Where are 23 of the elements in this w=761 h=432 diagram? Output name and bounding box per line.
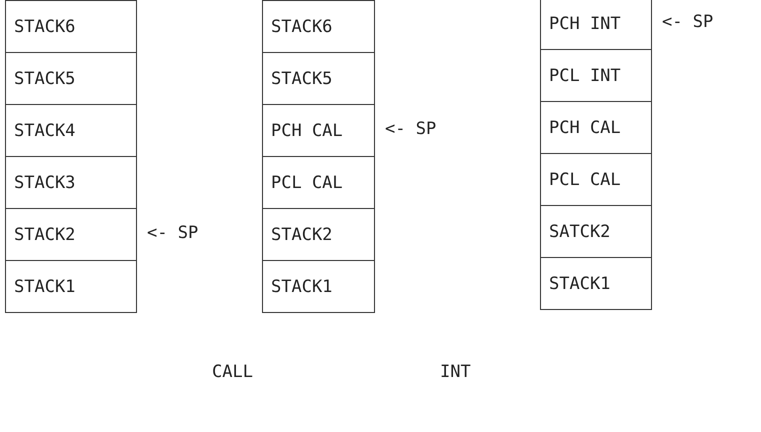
stack-cell: PCH CAL — [540, 101, 652, 154]
column-caption: CALL — [212, 362, 253, 382]
stack-cell: STACK1 — [5, 260, 137, 313]
stack-pointer-label: <- SP — [385, 119, 436, 139]
stack-cell: PCH INT — [540, 0, 652, 50]
stack-cell: PCH CAL — [262, 104, 375, 157]
stack-pointer-label: <- SP — [662, 12, 714, 32]
stack-cell: STACK2 — [5, 208, 137, 261]
stack-cell: STACK5 — [262, 52, 375, 105]
stack-cell: PCL CAL — [262, 156, 375, 209]
stack-cell: STACK3 — [5, 156, 137, 209]
stack-cell: SATCK2 — [540, 205, 652, 258]
stack-cell: STACK5 — [5, 52, 137, 105]
stack-cell: STACK6 — [262, 0, 375, 53]
stack-cell: PCL INT — [540, 49, 652, 102]
column-caption: INT — [440, 362, 471, 382]
stack-cell: STACK6 — [5, 0, 137, 53]
stack-cell: STACK1 — [540, 257, 652, 310]
stack-cell: STACK1 — [262, 260, 375, 313]
stack-cell: STACK4 — [5, 104, 137, 157]
stack-cell: PCL CAL — [540, 153, 652, 206]
stack-cell: STACK2 — [262, 208, 375, 261]
stack-pointer-label: <- SP — [147, 223, 198, 243]
